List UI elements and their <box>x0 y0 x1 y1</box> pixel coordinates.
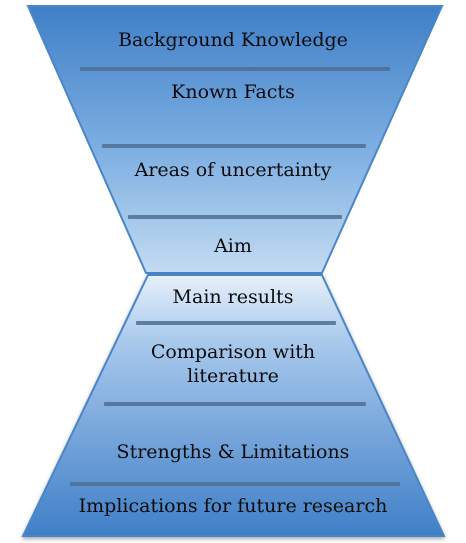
section-label-aim: Aim <box>214 235 252 257</box>
separator-line <box>136 321 336 325</box>
top-funnel <box>26 5 444 274</box>
separator-line <box>80 67 390 71</box>
section-label-line: Comparison with <box>150 341 316 363</box>
section-label-background-knowledge: Background Knowledge <box>118 29 348 51</box>
section-label-implications: Implications for future research <box>78 495 388 517</box>
section-label-areas-of-uncertainty: Areas of uncertainty <box>134 159 332 181</box>
separator-line <box>128 215 342 219</box>
section-label-line: literature <box>187 365 279 387</box>
section-label-known-facts: Known Facts <box>171 81 295 103</box>
section-label-comparison-with-literature: Comparison with literature <box>0 340 466 388</box>
separator-line <box>104 402 366 406</box>
section-label-strengths-limitations: Strengths & Limitations <box>116 441 350 463</box>
separator-line <box>70 482 400 486</box>
section-label-main-results: Main results <box>172 286 294 308</box>
separator-line <box>102 144 366 148</box>
